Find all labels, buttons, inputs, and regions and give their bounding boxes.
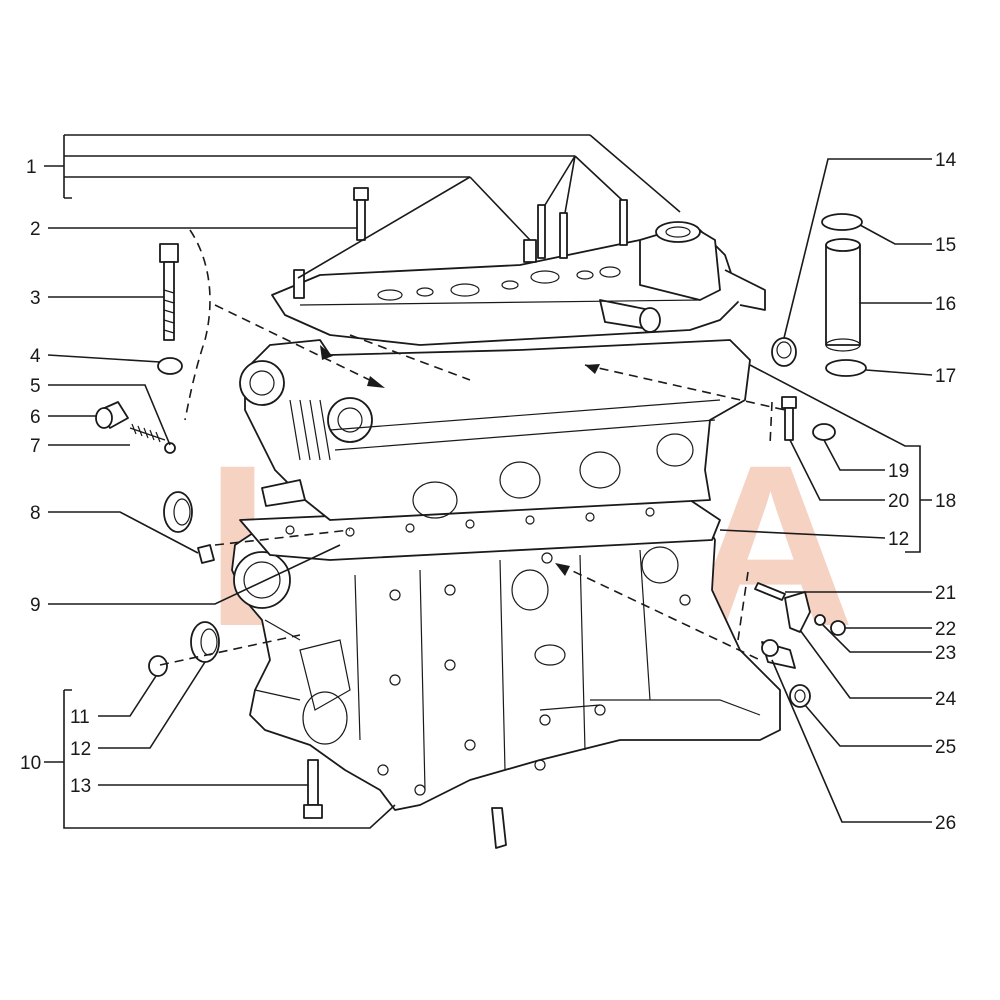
callout-20: 20: [888, 491, 909, 512]
oil-seal-12a: [163, 491, 193, 533]
bracket-24: [784, 591, 811, 633]
bushing-25: [789, 684, 811, 708]
callout-18: 18: [935, 491, 956, 512]
callout-labels: 1 2 3 4 5 6 7 8 9 10 11 12 13 14 15 16 1…: [20, 150, 957, 834]
callout-5: 5: [30, 376, 41, 397]
ring-15: [821, 213, 863, 231]
plug-6: [95, 401, 129, 429]
cap-14: [771, 337, 797, 367]
bolt-2: [353, 187, 369, 241]
bolt-13: [303, 759, 323, 819]
arrows: [320, 345, 600, 576]
assembly-dashes: [159, 229, 786, 666]
leader-lines: [44, 134, 933, 829]
callout-7: 7: [30, 436, 41, 457]
callout-4: 4: [30, 346, 41, 367]
plug-cap-11: [148, 655, 168, 677]
callout-26: 26: [935, 813, 956, 834]
cylinder-block: [231, 509, 781, 849]
callout-1: 1: [26, 157, 37, 178]
callout-12-right: 12: [888, 529, 909, 550]
dowel-8: [197, 544, 215, 564]
washer-4: [157, 357, 183, 375]
camshaft-cover: [271, 221, 766, 346]
callout-25: 25: [935, 737, 956, 758]
tube-16: [825, 238, 861, 352]
spring-7: [129, 423, 166, 443]
cap-19: [812, 423, 836, 441]
callout-3: 3: [30, 288, 41, 309]
callout-2: 2: [30, 219, 41, 240]
callout-10: 10: [20, 753, 41, 774]
washer-23: [814, 614, 826, 626]
callout-8: 8: [30, 503, 41, 524]
callout-24: 24: [935, 689, 957, 710]
sensor-26: [761, 639, 796, 669]
callout-23: 23: [935, 643, 956, 664]
callout-17: 17: [935, 366, 956, 387]
callout-12-left: 12: [70, 739, 91, 760]
callout-14: 14: [935, 150, 957, 171]
stud-21: [754, 582, 786, 601]
bolt-20: [781, 396, 797, 441]
callout-11: 11: [70, 707, 90, 728]
callout-15: 15: [935, 235, 956, 256]
nut-22: [830, 620, 846, 636]
callout-13: 13: [70, 776, 91, 797]
callout-9: 9: [30, 595, 41, 616]
cover-studs: [293, 199, 628, 299]
callout-22: 22: [935, 619, 956, 640]
callout-21: 21: [935, 583, 956, 604]
callout-19: 19: [888, 461, 909, 482]
long-bolt-3: [159, 243, 179, 341]
ring-17: [825, 359, 867, 377]
callout-16: 16: [935, 294, 956, 315]
cylinder-head: [239, 339, 751, 521]
callout-6: 6: [30, 407, 41, 428]
